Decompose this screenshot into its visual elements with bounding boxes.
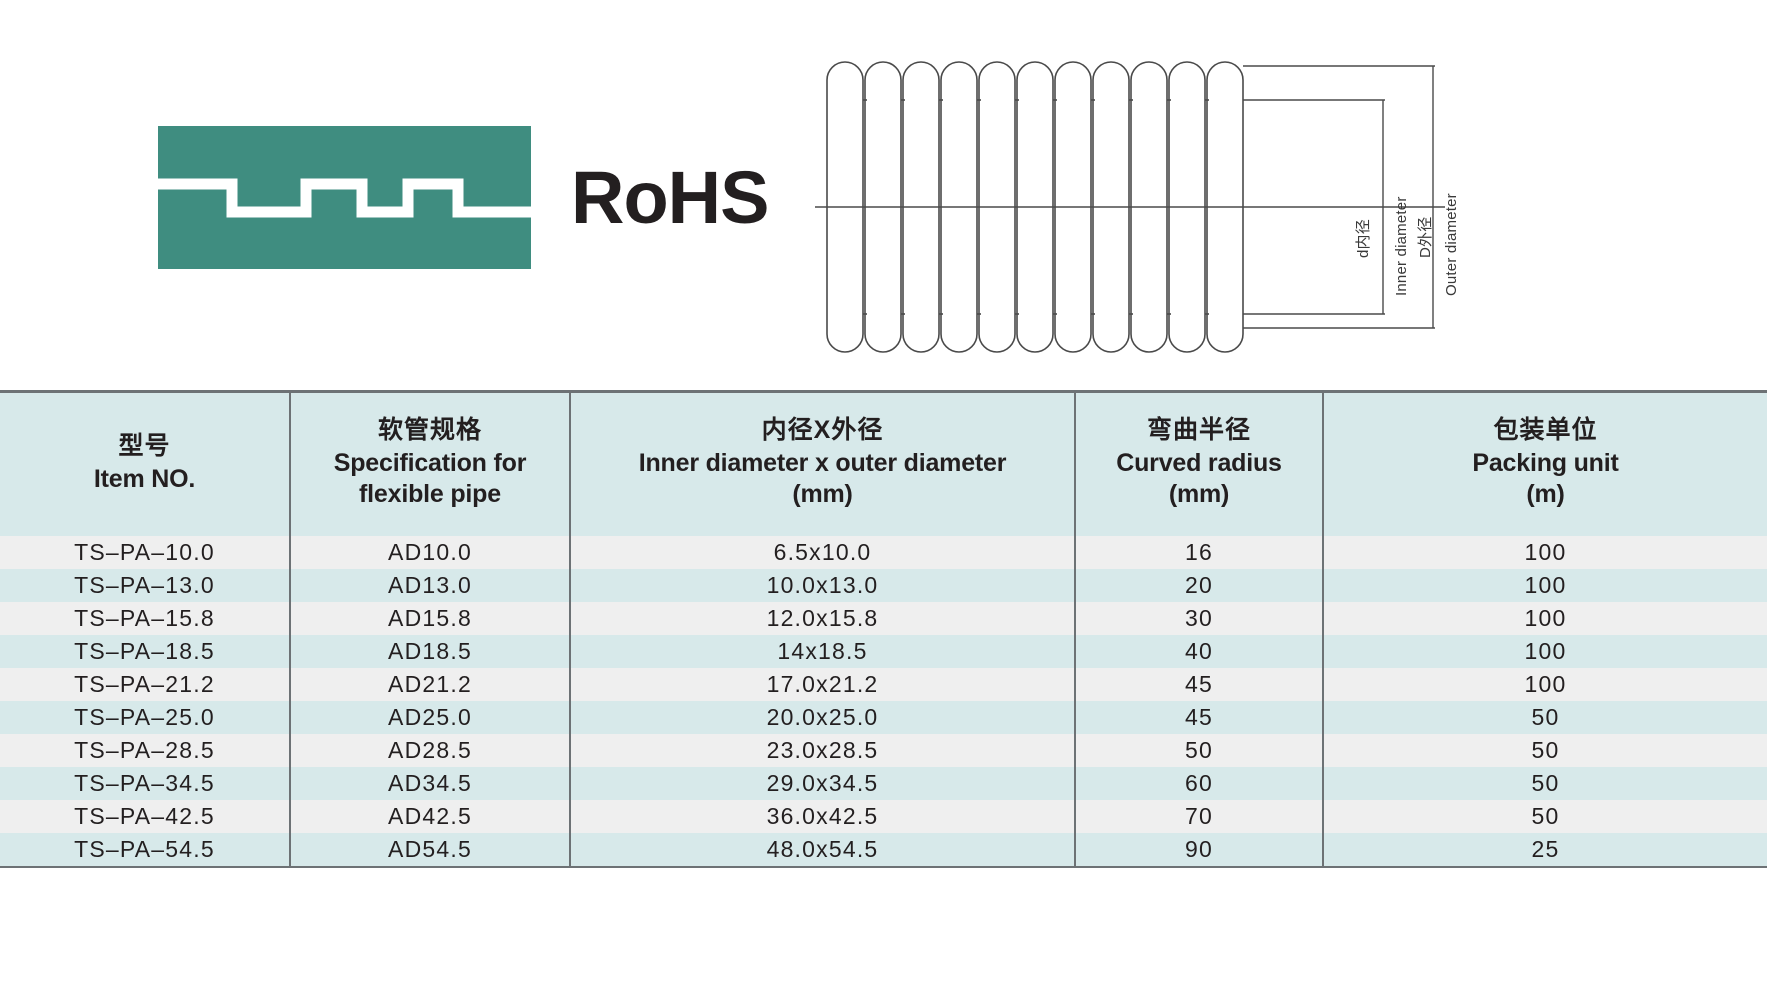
dimension-label-inner-en: Inner diameter bbox=[1393, 196, 1410, 296]
cell-specification: AD13.0 bbox=[290, 569, 571, 602]
column-header-curved-radius-cn: 弯曲半径 bbox=[1146, 416, 1251, 444]
cell-specification: AD28.5 bbox=[290, 734, 571, 767]
cell-packing-unit: 50 bbox=[1323, 701, 1767, 734]
column-header-specification: 软管规格 Specification for flexible pipe bbox=[290, 390, 571, 536]
column-header-curved-radius: 弯曲半径 Curved radius (mm) bbox=[1075, 390, 1324, 536]
cell-specification: AD10.0 bbox=[290, 536, 571, 569]
cell-item-no: TS–PA–28.5 bbox=[0, 734, 291, 767]
cell-curved-radius: 70 bbox=[1075, 800, 1324, 833]
cell-specification: AD34.5 bbox=[290, 767, 571, 800]
cell-packing-unit: 100 bbox=[1323, 602, 1767, 635]
rohs-wordmark: RoHS bbox=[571, 155, 769, 239]
cell-diameters: 6.5x10.0 bbox=[570, 536, 1076, 569]
cell-diameters: 17.0x21.2 bbox=[570, 668, 1076, 701]
column-header-packing-unit: 包装单位 Packing unit (m) bbox=[1323, 390, 1767, 536]
cell-packing-unit: 100 bbox=[1323, 635, 1767, 668]
cell-curved-radius: 60 bbox=[1075, 767, 1324, 800]
column-header-item-no-cn: 型号 bbox=[118, 431, 171, 460]
cell-curved-radius: 50 bbox=[1075, 734, 1324, 767]
column-header-diameters: 内径X外径 Inner diameter x outer diameter (m… bbox=[570, 390, 1076, 536]
column-header-specification-en-line1: Specification for bbox=[333, 449, 527, 477]
cell-curved-radius: 45 bbox=[1075, 668, 1324, 701]
cell-packing-unit: 100 bbox=[1323, 569, 1767, 602]
column-header-curved-radius-en: Curved radius bbox=[1116, 449, 1282, 477]
cell-curved-radius: 90 bbox=[1075, 833, 1324, 868]
cell-curved-radius: 20 bbox=[1075, 569, 1324, 602]
cell-item-no: TS–PA–15.8 bbox=[0, 602, 291, 635]
cell-diameters: 14x18.5 bbox=[570, 635, 1076, 668]
cell-curved-radius: 45 bbox=[1075, 701, 1324, 734]
cell-item-no: TS–PA–13.0 bbox=[0, 569, 291, 602]
cell-packing-unit: 100 bbox=[1323, 536, 1767, 569]
rohs-square-wave-mark-icon bbox=[158, 126, 531, 269]
cell-specification: AD25.0 bbox=[290, 701, 571, 734]
header-graphics-zone: RoHS bbox=[0, 0, 1767, 388]
rohs-logo: RoHS bbox=[158, 126, 769, 269]
column-header-specification-en-line2: flexible pipe bbox=[359, 480, 501, 508]
cell-diameters: 36.0x42.5 bbox=[570, 800, 1076, 833]
column-header-item-no: 型号 Item NO. bbox=[0, 390, 291, 536]
cell-diameters: 12.0x15.8 bbox=[570, 602, 1076, 635]
pipe-technical-drawing bbox=[815, 44, 1465, 354]
dimension-label-outer-en: Outer diameter bbox=[1443, 193, 1460, 296]
cell-item-no: TS–PA–10.0 bbox=[0, 536, 291, 569]
cell-specification: AD42.5 bbox=[290, 800, 571, 833]
cell-diameters: 10.0x13.0 bbox=[570, 569, 1076, 602]
column-header-diameters-en-line1: Inner diameter x outer diameter bbox=[638, 449, 1007, 477]
dimension-label-outer-cn: D外径 bbox=[1417, 216, 1434, 258]
cell-specification: AD15.8 bbox=[290, 602, 571, 635]
dimension-label-inner-cn: d内径 bbox=[1355, 219, 1372, 258]
cell-curved-radius: 16 bbox=[1075, 536, 1324, 569]
column-header-diameters-cn: 内径X外径 bbox=[761, 416, 884, 444]
cell-specification: AD54.5 bbox=[290, 833, 571, 868]
cell-curved-radius: 30 bbox=[1075, 602, 1324, 635]
cell-packing-unit: 50 bbox=[1323, 800, 1767, 833]
cell-packing-unit: 100 bbox=[1323, 668, 1767, 701]
column-header-packing-unit-en: Packing unit bbox=[1472, 449, 1619, 477]
cell-packing-unit: 50 bbox=[1323, 767, 1767, 800]
cell-curved-radius: 40 bbox=[1075, 635, 1324, 668]
cell-specification: AD18.5 bbox=[290, 635, 571, 668]
column-header-curved-radius-unit: (mm) bbox=[1168, 480, 1230, 508]
cell-item-no: TS–PA–42.5 bbox=[0, 800, 291, 833]
cell-diameters: 23.0x28.5 bbox=[570, 734, 1076, 767]
column-header-packing-unit-unit: (m) bbox=[1526, 480, 1565, 508]
cell-diameters: 29.0x34.5 bbox=[570, 767, 1076, 800]
cell-diameters: 20.0x25.0 bbox=[570, 701, 1076, 734]
cell-packing-unit: 50 bbox=[1323, 734, 1767, 767]
cell-packing-unit: 25 bbox=[1323, 833, 1767, 868]
cell-item-no: TS–PA–18.5 bbox=[0, 635, 291, 668]
column-header-diameters-unit: (mm) bbox=[792, 480, 853, 508]
cell-diameters: 48.0x54.5 bbox=[570, 833, 1076, 868]
column-header-item-no-en: Item NO. bbox=[93, 464, 196, 493]
table-header-row: 型号 Item NO. 软管规格 Specification for flexi… bbox=[0, 390, 1767, 536]
cell-specification: AD21.2 bbox=[290, 668, 571, 701]
column-header-specification-cn: 软管规格 bbox=[377, 416, 482, 444]
specification-table: 型号 Item NO. 软管规格 Specification for flexi… bbox=[0, 390, 1767, 868]
cell-item-no: TS–PA–34.5 bbox=[0, 767, 291, 800]
cell-item-no: TS–PA–25.0 bbox=[0, 701, 291, 734]
cell-item-no: TS–PA–54.5 bbox=[0, 833, 291, 868]
column-header-packing-unit-cn: 包装单位 bbox=[1493, 416, 1598, 444]
cell-item-no: TS–PA–21.2 bbox=[0, 668, 291, 701]
